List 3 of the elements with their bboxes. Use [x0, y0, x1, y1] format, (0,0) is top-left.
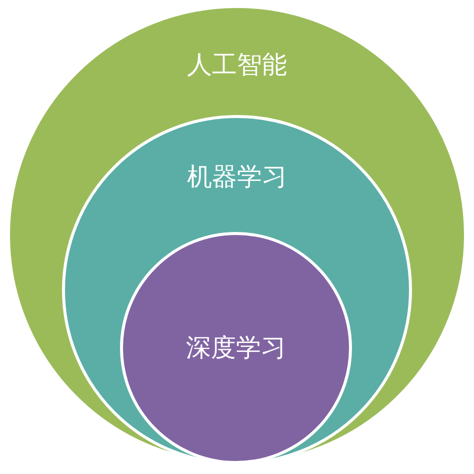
circle-label: 人工智能: [187, 50, 287, 80]
circle-label: 机器学习: [187, 162, 287, 192]
circle-label: 深度学习: [186, 333, 286, 363]
